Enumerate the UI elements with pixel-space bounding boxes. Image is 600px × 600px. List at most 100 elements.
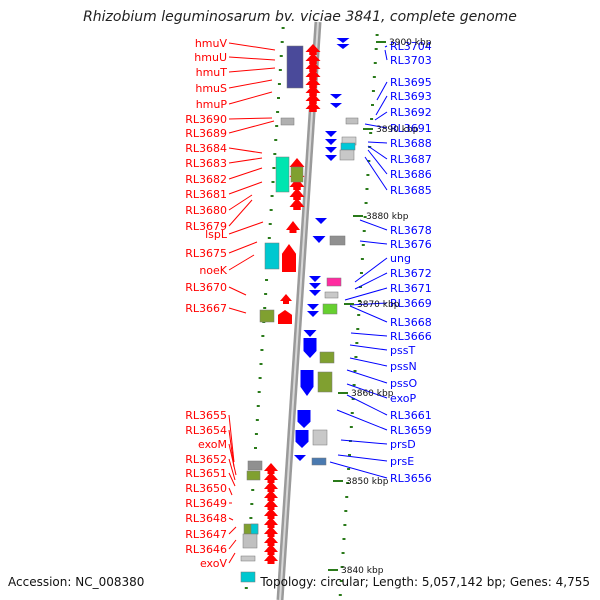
leader-line-left (228, 147, 263, 154)
gene-box-grey (324, 291, 339, 299)
leader-line-left (228, 117, 273, 120)
gene-box-grey (312, 429, 328, 446)
gene-box-grey (329, 235, 346, 246)
map-title: Rhizobium leguminosarum bv. viciae 3841,… (83, 9, 517, 25)
reverse-gene-block (303, 338, 317, 358)
leader-line-left (228, 42, 276, 51)
gene-label-right: ung (390, 252, 411, 265)
leader-line-left (228, 472, 236, 487)
leader-line-right (349, 305, 388, 323)
reverse-gene-arrow (336, 38, 350, 43)
forward-gene-arrow (289, 198, 305, 210)
leader-line-right (384, 49, 388, 61)
gene-label-left: hmuU (194, 51, 227, 64)
gene-label-right: RL3666 (390, 330, 432, 343)
gene-box-grey (247, 460, 263, 471)
scale-label: 3900 kbp (389, 38, 432, 48)
gene-box-purple (286, 45, 304, 89)
leader-line-right (344, 287, 388, 301)
gene-box-green (322, 303, 338, 315)
gene-label-right: RL3678 (390, 224, 432, 237)
reverse-gene-arrow (312, 236, 326, 243)
reverse-gene-arrow (330, 94, 342, 99)
leader-line-right (364, 123, 388, 129)
leader-line-right (364, 156, 388, 191)
forward-gene-arrow (264, 544, 278, 555)
leader-line-left (228, 552, 236, 564)
gene-label-left: RL3649 (185, 497, 227, 510)
gene-label-left: hmuS (195, 82, 227, 95)
gene-label-left: RL3648 (185, 512, 227, 525)
gene-label-right: exoP (390, 392, 416, 405)
leader-line-left (228, 221, 264, 235)
leader-line-right (346, 369, 388, 384)
leader-line-right (346, 383, 388, 399)
forward-gene-arrow (289, 178, 305, 190)
scale-label: 3860 kbp (351, 389, 394, 399)
leader-line-left (228, 307, 247, 314)
gene-label-right: RL3661 (390, 409, 432, 422)
gene-box-grey (242, 533, 258, 549)
reverse-gene-arrow (309, 290, 321, 296)
forward-gene-arrow (280, 294, 292, 304)
reverse-gene-arrow (303, 330, 317, 337)
gene-label-left: hmuT (196, 66, 228, 79)
forward-gene-block (282, 244, 296, 272)
gene-label-left: RL3690 (185, 113, 227, 126)
gene-label-left: hmuP (196, 98, 228, 111)
leader-line-left (228, 194, 253, 211)
leader-line-left (228, 458, 236, 481)
gene-label-left: exoV (200, 557, 227, 570)
gene-label-right: RL3685 (390, 184, 432, 197)
reverse-gene-arrow (307, 304, 319, 310)
gene-box-olive (319, 351, 335, 364)
reverse-gene-arrow (336, 44, 350, 49)
leader-line-right (354, 272, 388, 290)
reverse-gene-arrow (294, 455, 306, 461)
gene-box-grey (280, 117, 295, 126)
leader-line-left (228, 181, 263, 195)
leader-line-left (228, 443, 237, 476)
leader-line-left (228, 199, 253, 227)
scale-label: 3890 kbp (376, 125, 419, 135)
gene-box-grey (240, 555, 256, 562)
gene-label-right: RL3659 (390, 424, 432, 437)
gene-label-right: pssT (390, 344, 415, 357)
forward-gene-arrow (264, 508, 278, 519)
reverse-gene-arrow (330, 103, 342, 108)
leader-line-right (354, 257, 388, 283)
reverse-gene-arrow (315, 218, 327, 224)
gene-label-right: RL3703 (390, 54, 432, 67)
leader-line-left (228, 241, 258, 254)
gene-label-right: RL3695 (390, 76, 432, 89)
gene-labels: hmuVhmuUhmuThmuShmuPRL3690RL3689RL3684RL… (185, 37, 432, 570)
forward-gene-arrow (286, 221, 300, 233)
scale-label: 3870 kbp (357, 300, 400, 310)
gene-label-left: RL3647 (185, 528, 227, 541)
gene-label-right: RL3687 (390, 153, 432, 166)
forward-gene-block (278, 310, 292, 324)
gene-label-left: RL3689 (185, 127, 227, 140)
scale-label: 3840 kbp (341, 566, 384, 576)
leader-line-right (376, 81, 388, 101)
forward-gene-arrow (289, 188, 305, 200)
gene-label-left: RL3680 (185, 204, 227, 217)
gene-box-olive (246, 470, 261, 481)
leader-line-right (350, 332, 388, 337)
gene-label-left: RL3667 (185, 302, 227, 315)
gene-box-steel (311, 457, 327, 466)
gene-label-right: RL3656 (390, 472, 432, 485)
leader-line-right (367, 141, 388, 144)
leader-line-right (359, 219, 388, 231)
forward-gene-arrow (305, 61, 321, 72)
forward-gene-arrow (264, 463, 278, 474)
leader-line-right (367, 145, 388, 160)
forward-gene-arrow (305, 93, 321, 104)
gene-label-left: RL3654 (185, 424, 227, 437)
gene-label-right: RL3672 (390, 267, 432, 280)
leader-line-left (228, 79, 273, 89)
gene-label-right: RL3692 (390, 106, 432, 119)
forward-gene-arrow (305, 44, 321, 55)
forward-gene-arrow (264, 526, 278, 537)
